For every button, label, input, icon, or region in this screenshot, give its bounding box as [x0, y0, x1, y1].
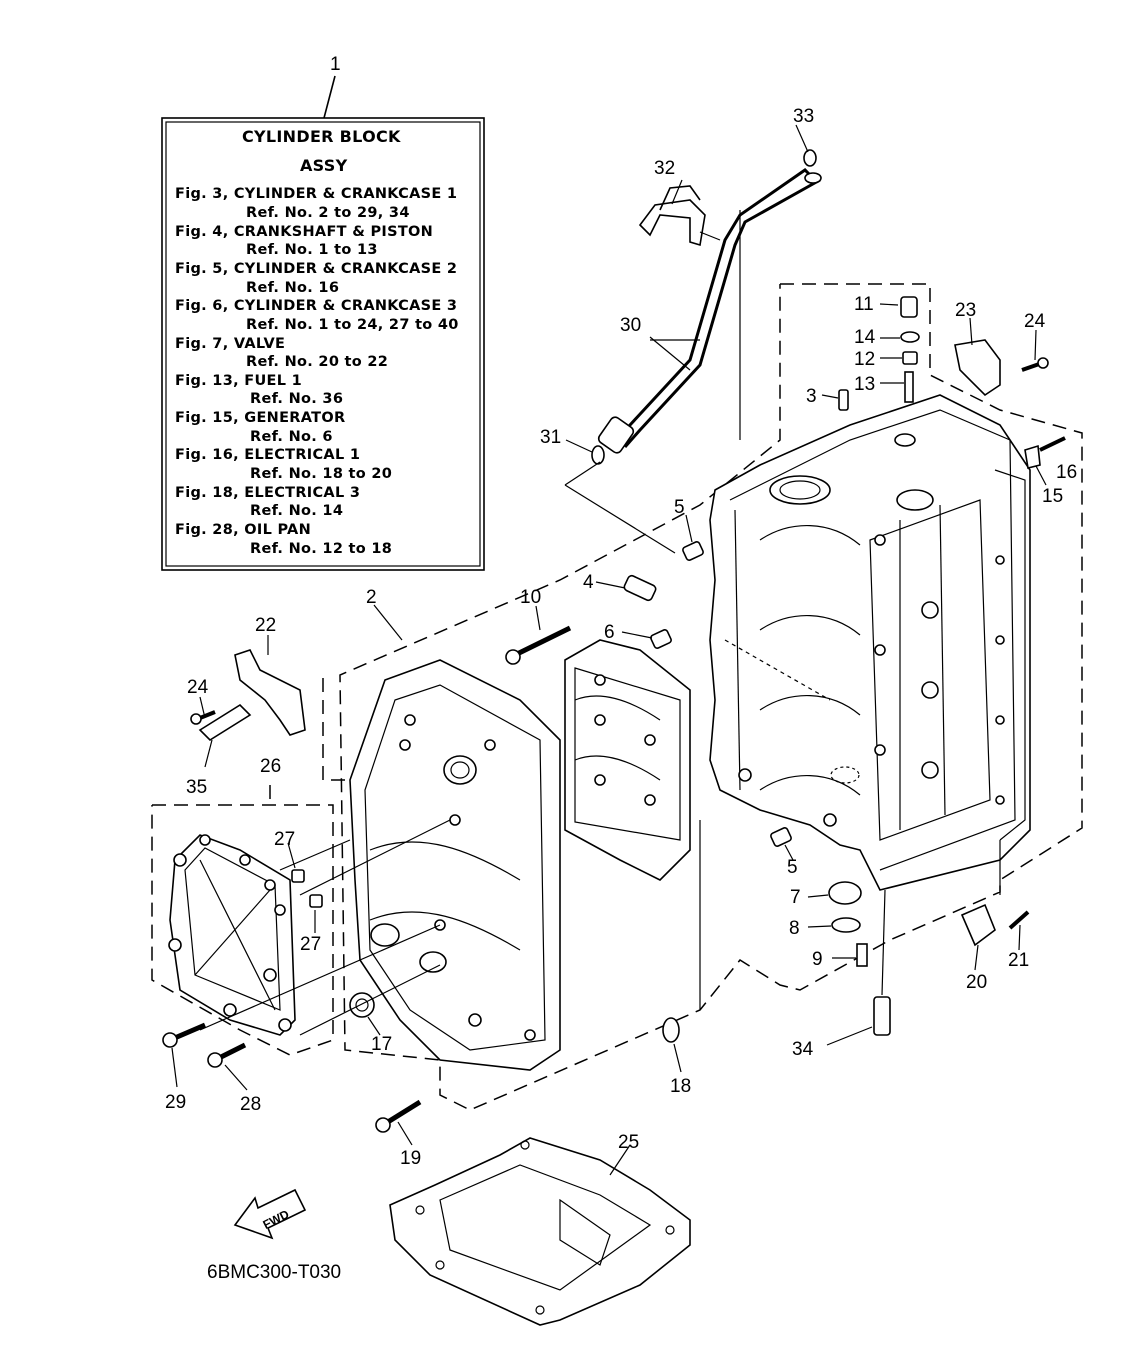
callout-3: 3 — [806, 386, 817, 407]
callout-9: 9 — [812, 949, 823, 970]
dipstick-guide — [597, 168, 822, 454]
bracket — [960, 903, 996, 947]
ref-line: Fig. 15, GENERATOR — [175, 410, 345, 426]
callout-32: 32 — [654, 158, 675, 179]
ref-line: Ref. No. 2 to 29, 34 — [246, 205, 410, 221]
callout-30: 30 — [620, 315, 641, 336]
ref-line: Fig. 16, ELECTRICAL 1 — [175, 447, 360, 463]
gasket — [389, 1137, 691, 1326]
callout-5a: 5 — [674, 497, 685, 518]
callout-4: 4 — [583, 572, 594, 593]
callout-22: 22 — [255, 615, 276, 636]
callout-14: 14 — [854, 327, 876, 348]
clip — [803, 149, 817, 167]
callout-1: 1 — [330, 54, 341, 75]
callout-28: 28 — [240, 1094, 261, 1115]
callout-16: 16 — [1056, 462, 1077, 483]
o-ring — [591, 445, 605, 465]
callout-24b: 24 — [187, 677, 209, 698]
ref-line: Fig. 5, CYLINDER & CRANKCASE 2 — [175, 261, 457, 277]
ref-box-lines: Fig. 3, CYLINDER & CRANKCASE 1 Ref. No. … — [175, 186, 459, 557]
diagram-code: 6BMC300-T030 — [207, 1262, 341, 1283]
ref-line: Ref. No. 12 to 18 — [250, 541, 392, 557]
cylinder-block — [709, 394, 1031, 891]
ref-line: Fig. 4, CRANKSHAFT & PISTON — [175, 224, 433, 240]
ref-line: Ref. No. 6 — [250, 429, 333, 445]
crankcase — [349, 659, 561, 1071]
ref-line: Fig. 28, OIL PAN — [175, 522, 311, 538]
callout-6: 6 — [604, 622, 615, 643]
bearing-plate — [564, 639, 691, 881]
callout-23: 23 — [955, 300, 976, 321]
callout-2: 2 — [366, 587, 377, 608]
callout-5b: 5 — [787, 857, 798, 878]
ref-box-title-2: ASSY — [300, 156, 348, 175]
callout-labels: 1 2 3 4 5 5 6 7 8 9 10 11 12 13 14 15 16… — [165, 54, 1077, 1169]
callout-27a: 27 — [274, 829, 295, 850]
fwd-arrow-icon: FWD — [233, 1188, 307, 1240]
callout-24a: 24 — [1024, 311, 1046, 332]
ref-line: Ref. No. 20 to 22 — [246, 354, 388, 370]
ref-line: Fig. 18, ELECTRICAL 3 — [175, 485, 360, 501]
ref-line: Ref. No. 16 — [246, 280, 339, 296]
callout-31: 31 — [540, 427, 561, 448]
callout-17: 17 — [371, 1034, 392, 1055]
group-outlines — [151, 283, 1083, 1111]
reference-box: CYLINDER BLOCK ASSY Fig. 3, CYLINDER & C… — [161, 75, 485, 571]
callout-8: 8 — [789, 918, 800, 939]
ref-line: Fig. 6, CYLINDER & CRANKCASE 3 — [175, 298, 457, 314]
callout-26: 26 — [260, 756, 281, 777]
ref-line: Ref. No. 18 to 20 — [250, 466, 392, 482]
callout-29: 29 — [165, 1092, 186, 1113]
ref-line: Fig. 7, VALVE — [175, 336, 285, 352]
ref-line: Ref. No. 1 to 13 — [246, 242, 378, 258]
bolt-holes — [738, 534, 1005, 827]
callout-7: 7 — [790, 887, 801, 908]
clamp — [638, 185, 706, 247]
cover-plate — [168, 834, 296, 1036]
bracket — [954, 339, 1001, 397]
ref-line: Fig. 3, CYLINDER & CRANKCASE 1 — [175, 186, 457, 202]
callout-25: 25 — [618, 1132, 639, 1153]
ref-line: Fig. 13, FUEL 1 — [175, 373, 302, 389]
ref-line: Ref. No. 36 — [250, 391, 343, 407]
bracket — [234, 649, 306, 736]
callout-13: 13 — [854, 374, 875, 395]
bracket — [198, 703, 252, 742]
callout-35: 35 — [186, 777, 207, 798]
small-parts — [162, 296, 1066, 1133]
bracket — [1024, 444, 1041, 469]
callout-34: 34 — [792, 1039, 814, 1060]
leader-lines — [171, 124, 1047, 1176]
ref-line: Ref. No. 1 to 24, 27 to 40 — [246, 317, 459, 333]
callout-20: 20 — [966, 972, 987, 993]
callout-33: 33 — [793, 106, 814, 127]
ref-line: Ref. No. 14 — [250, 503, 343, 519]
callout-21: 21 — [1008, 950, 1029, 971]
ref-box-title-1: CYLINDER BLOCK — [242, 127, 401, 146]
callout-19: 19 — [400, 1148, 421, 1169]
callout-27b: 27 — [300, 934, 321, 955]
callout-18: 18 — [670, 1076, 691, 1097]
callout-15: 15 — [1042, 486, 1063, 507]
callout-12: 12 — [854, 349, 875, 370]
callout-10: 10 — [520, 587, 541, 608]
callout-11: 11 — [854, 294, 874, 315]
